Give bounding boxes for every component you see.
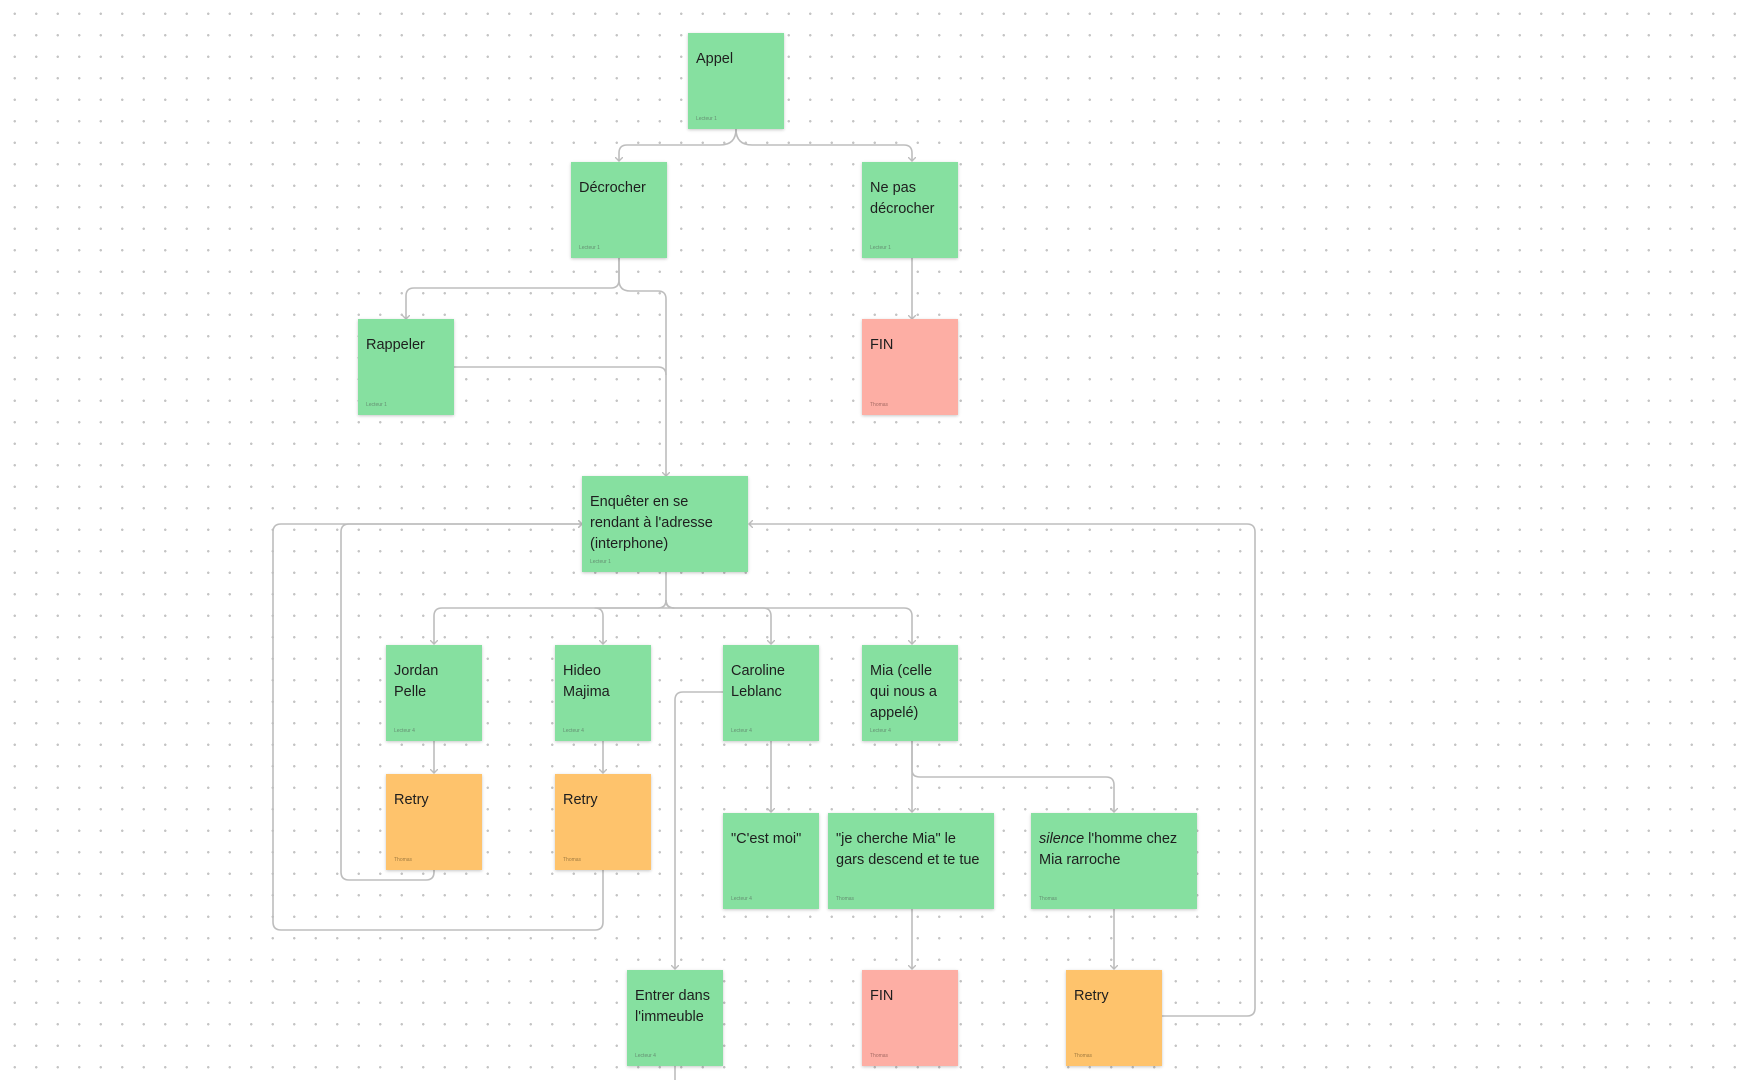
note-author: Lecteur 4 (731, 728, 752, 734)
note-author: Lecteur 4 (394, 728, 415, 734)
connector-rappeler-enqueter[interactable] (454, 366, 667, 376)
connector-decrocher-rappeler[interactable] (406, 258, 620, 319)
note-text: "C'est moi" (731, 831, 802, 847)
note-author: Thomas (870, 402, 889, 408)
sticky-note-hideo-majima[interactable]: Hideo Majima Lecteur 4 (555, 645, 651, 741)
connector-retry1-loop[interactable] (340, 524, 582, 881)
sticky-note-rappeler[interactable]: Rappeler Lecteur 1 (358, 319, 454, 415)
note-text: Ne pas décrocher (870, 180, 935, 217)
connector-appel-ne-pas-decrocher[interactable] (735, 128, 912, 161)
note-text: Appel (696, 51, 734, 67)
connector-retry2-loop[interactable] (272, 524, 604, 931)
note-text: FIN (870, 988, 894, 1004)
sticky-note-fin-1[interactable]: FIN Thomas (862, 319, 958, 415)
connector-decrocher-enqueter[interactable] (618, 258, 666, 476)
sticky-note-mia[interactable]: Mia (celle qui nous a appelé) Lecteur 4 (862, 645, 958, 741)
connector-enqueter-jordan[interactable] (434, 572, 667, 644)
note-text: "je cherche Mia" le gars descend et te t… (836, 831, 980, 868)
note-text: Mia (celle qui nous a appelé) (870, 663, 937, 721)
note-text: Hideo Majima (563, 663, 610, 700)
sticky-note-caroline-leblanc[interactable]: Caroline Leblanc Lecteur 4 (723, 645, 819, 741)
note-text-rest: l'homme chez Mia rarroche (1039, 831, 1178, 868)
note-author: Lecteur 1 (579, 245, 600, 251)
note-text: Retry (1074, 988, 1109, 1004)
note-text: FIN (870, 337, 894, 353)
note-author: Thomas (1074, 1053, 1093, 1059)
sticky-note-entrer-immeuble[interactable]: Entrer dans l'immeuble Lecteur 4 (627, 970, 723, 1066)
note-author: Lecteur 1 (870, 245, 891, 251)
sticky-note-silence[interactable]: silence l'homme chez Mia rarroche Thomas (1031, 813, 1197, 909)
connector-retry3-loop[interactable] (749, 524, 1256, 1017)
sticky-note-retry-1[interactable]: Retry Thomas (386, 774, 482, 870)
note-author: Thomas (870, 1053, 889, 1059)
note-author: Lecteur 4 (635, 1053, 656, 1059)
note-author: Lecteur 1 (696, 116, 717, 122)
sticky-note-enqueter[interactable]: Enquêter en se rendant à l'adresse (inte… (582, 476, 748, 572)
sticky-note-cest-moi[interactable]: "C'est moi" Lecteur 4 (723, 813, 819, 909)
note-author: Lecteur 1 (590, 559, 611, 565)
note-text: Retry (394, 792, 429, 808)
sticky-note-appel[interactable]: Appel Lecteur 1 (688, 33, 784, 129)
connector-enqueter-caroline[interactable] (665, 599, 771, 644)
connector-appel-decrocher[interactable] (619, 128, 737, 161)
connector-caroline-entrer[interactable] (675, 691, 723, 969)
sticky-note-decrocher[interactable]: Décrocher Lecteur 1 (571, 162, 667, 258)
note-text: Entrer dans l'immeuble (635, 988, 710, 1025)
note-author: Lecteur 1 (366, 402, 387, 408)
note-text: Jordan Pelle (394, 663, 439, 700)
sticky-note-je-cherche-mia[interactable]: "je cherche Mia" le gars descend et te t… (828, 813, 994, 909)
note-text: Décrocher (579, 180, 646, 196)
note-author: Lecteur 4 (563, 728, 584, 734)
note-text: silence l'homme chez Mia rarroche (1039, 829, 1189, 871)
sticky-note-ne-pas-decrocher[interactable]: Ne pas décrocher Lecteur 1 (862, 162, 958, 258)
sticky-note-fin-2[interactable]: FIN Thomas (862, 970, 958, 1066)
note-author: Thomas (394, 857, 413, 863)
sticky-note-jordan-pelle[interactable]: Jordan Pelle Lecteur 4 (386, 645, 482, 741)
note-text: Caroline Leblanc (731, 663, 785, 700)
note-author: Thomas (836, 896, 855, 902)
note-author: Thomas (1039, 896, 1058, 902)
note-author: Thomas (563, 857, 582, 863)
connector-mia-silence[interactable] (911, 741, 1114, 812)
sticky-note-retry-2[interactable]: Retry Thomas (555, 774, 651, 870)
note-text-italic: silence (1039, 831, 1085, 847)
note-author: Lecteur 4 (731, 896, 752, 902)
connector-enqueter-mia[interactable] (665, 599, 912, 644)
note-text: Enquêter en se rendant à l'adresse (inte… (590, 494, 713, 552)
note-text: Retry (563, 792, 598, 808)
note-author: Lecteur 4 (870, 728, 891, 734)
note-text: Rappeler (366, 337, 425, 353)
sticky-note-retry-3[interactable]: Retry Thomas (1066, 970, 1162, 1066)
